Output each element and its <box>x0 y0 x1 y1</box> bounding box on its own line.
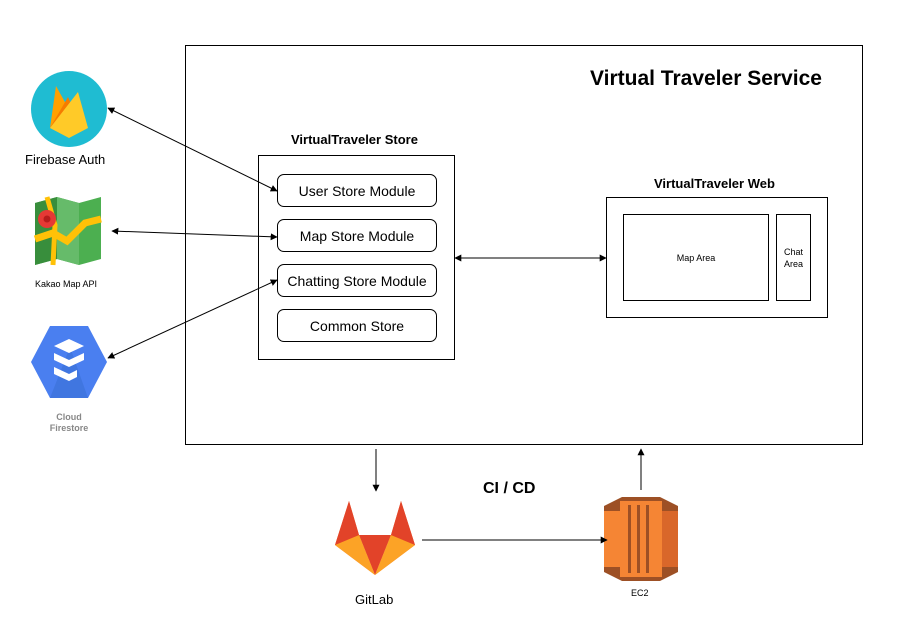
ec2-icon <box>604 497 678 581</box>
map-icon <box>33 196 102 266</box>
gitlab-label: GitLab <box>355 592 394 607</box>
ec2-label: EC2 <box>631 588 649 598</box>
firestore-label-line2: Firestore <box>49 423 89 433</box>
firestore-icon <box>31 326 107 398</box>
chatting-store-module: Chatting Store Module <box>277 264 437 297</box>
chat-area-box: Chat Area <box>776 214 811 301</box>
chat-area-label-line2: Area <box>783 258 803 269</box>
user-store-module: User Store Module <box>277 174 437 207</box>
gitlab-icon <box>335 501 415 575</box>
firebase-auth-label: Firebase Auth <box>25 152 106 167</box>
firestore-label-line1: Cloud <box>56 412 82 422</box>
arrow-firebase-user-store <box>107 107 278 192</box>
map-area-label: Map Area <box>676 252 716 263</box>
arrow-firestore-chatting-store <box>107 279 278 359</box>
arrow-kakao-map-store <box>111 227 278 241</box>
web-title: VirtualTraveler Web <box>654 176 775 191</box>
firestore-label: Cloud Firestore <box>44 412 94 434</box>
map-area-box: Map Area <box>623 214 769 301</box>
map-store-module: Map Store Module <box>277 219 437 252</box>
store-title: VirtualTraveler Store <box>291 132 418 147</box>
firebase-icon <box>31 71 107 147</box>
cicd-label: CI / CD <box>483 480 536 497</box>
service-title: Virtual Traveler Service <box>590 67 822 90</box>
common-store-module: Common Store <box>277 309 437 342</box>
kakao-map-label: Kakao Map API <box>35 279 98 289</box>
chat-area-label-line1: Chat <box>783 246 803 257</box>
